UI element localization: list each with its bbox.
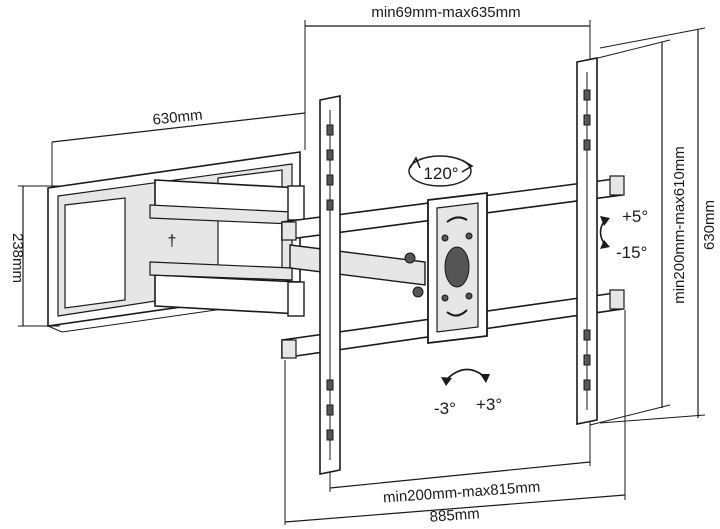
- cross-mark-icon: †: [168, 233, 177, 250]
- tilt-indicator: [599, 216, 610, 249]
- center-mount-plate: [427, 191, 488, 345]
- rail-height-label: min200mm-max610mm: [671, 146, 688, 304]
- overall-height-label: 630mm: [701, 200, 718, 250]
- swivel-indicator: [408, 155, 474, 187]
- tilt-down-label: -15°: [616, 243, 647, 262]
- wall-height-label: 238mm: [9, 233, 26, 283]
- tilt-up-label: +5°: [622, 207, 648, 226]
- right-vertical-bracket: [576, 57, 598, 425]
- top-width-dimension: [304, 20, 591, 112]
- level-plus-label: +3°: [476, 395, 502, 414]
- level-indicator: [441, 368, 490, 386]
- upper-arm: [149, 179, 305, 225]
- left-vertical-bracket: [319, 95, 341, 475]
- left-bracket-slots: [326, 124, 334, 441]
- rail-height-dimension: [589, 27, 706, 426]
- top-width-label: min69mm-max635mm: [371, 4, 520, 21]
- swivel-angle-label: 120°: [423, 164, 458, 183]
- lower-arm: [149, 261, 305, 317]
- rail-width-dimension: [329, 420, 591, 492]
- level-minus-label: -3°: [434, 399, 456, 418]
- middle-arm: [289, 244, 426, 298]
- overall-width-label: 885mm: [429, 505, 480, 525]
- rail-width-label: min200mm-max815mm: [383, 479, 541, 507]
- wall-depth-label: 630mm: [152, 106, 204, 128]
- right-bracket-slots: [583, 89, 591, 391]
- overall-width-dimension: [284, 310, 626, 525]
- wall-depth-dimension: [51, 110, 306, 188]
